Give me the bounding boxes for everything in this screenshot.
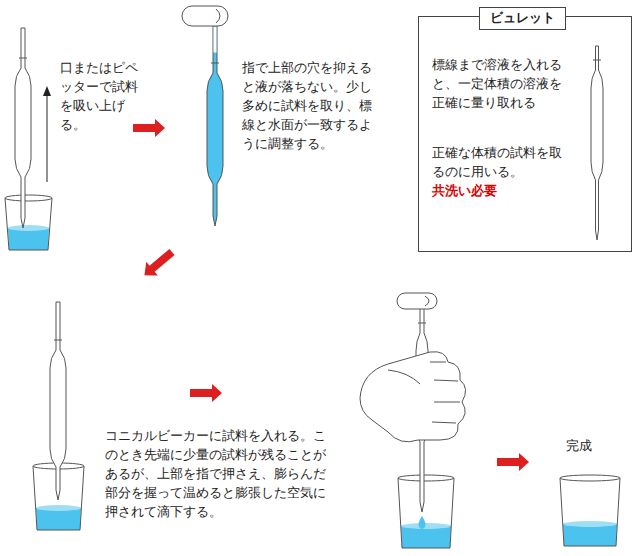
info-box: ビュレット標線まで溶液を入れると、一定体積の溶液を正確に量り取れる正確な体積の試… [418, 16, 632, 252]
liquid-surface [563, 521, 617, 527]
pipette-body [50, 302, 66, 500]
beaker [5, 195, 52, 250]
finger-crease [434, 380, 458, 381]
pipette-body [591, 46, 603, 240]
suction-arrow [47, 92, 48, 182]
box-text: 共洗い必要 [432, 181, 562, 200]
step-note: 口またはピペッターで試料を吸い上げる。 [60, 58, 140, 134]
beaker-liquid [36, 508, 81, 530]
pipette [15, 28, 31, 228]
mark-line [19, 58, 27, 59]
fingernail [425, 296, 429, 306]
step-arrow [497, 453, 529, 471]
step-arrow [139, 245, 178, 282]
done-label: 完成 [566, 436, 592, 455]
box-text: 標線まで溶液を入れると、一定体積の溶液を正確に量り取れる [432, 55, 562, 112]
liquid-surface [401, 523, 451, 529]
step-arrow [190, 384, 222, 402]
liquid-surface [8, 225, 49, 231]
beaker-glass [398, 478, 454, 548]
beaker [398, 475, 454, 548]
beaker-rim [398, 475, 454, 481]
beaker-glass [5, 198, 52, 250]
step-arrow-shape [190, 384, 222, 402]
step-arrow [133, 119, 165, 137]
box-text: 正確な体積の試料を取るのに用いる。 [432, 143, 562, 181]
fingernail [216, 9, 220, 23]
step-arrow-shape [497, 453, 529, 471]
pipette [207, 26, 223, 226]
beaker-rim [560, 475, 620, 481]
pipette-body [207, 26, 223, 226]
finger-crease [430, 362, 446, 363]
pipette-body [15, 28, 31, 228]
hand-palm [360, 352, 466, 442]
liquid-surface [36, 505, 81, 511]
finger [397, 293, 437, 309]
step-arrow-shape [139, 245, 178, 282]
pipette [50, 302, 66, 500]
finger [182, 6, 228, 26]
suction-arrow-head [43, 86, 51, 96]
step-arrow-shape [133, 119, 165, 137]
mark-line [211, 63, 219, 64]
beaker-liquid [563, 524, 617, 546]
box-heading: ビュレット [479, 7, 566, 30]
finger-crease [434, 402, 460, 403]
beaker [560, 475, 620, 546]
finger-crease [432, 422, 456, 423]
beaker-liquid [401, 526, 451, 548]
step-note: コニカルビーカーに試料を入れる。このとき先端に少量の試料が残ることがあるが、上部… [105, 426, 331, 521]
step-note: 指で上部の穴を抑えると液が落ちない。少し多めに試料を取り、標線と水面が一致するよ… [242, 58, 384, 153]
beaker-glass [560, 478, 620, 546]
pipette-empty [214, 27, 217, 53]
beaker-liquid [8, 228, 49, 250]
beaker-rim [5, 195, 52, 201]
mark-line [54, 340, 62, 341]
pipette [591, 46, 603, 240]
drop [418, 516, 425, 529]
thumb [388, 370, 420, 384]
hand [360, 352, 466, 442]
mark-line [593, 60, 601, 61]
mark-line [418, 323, 426, 324]
